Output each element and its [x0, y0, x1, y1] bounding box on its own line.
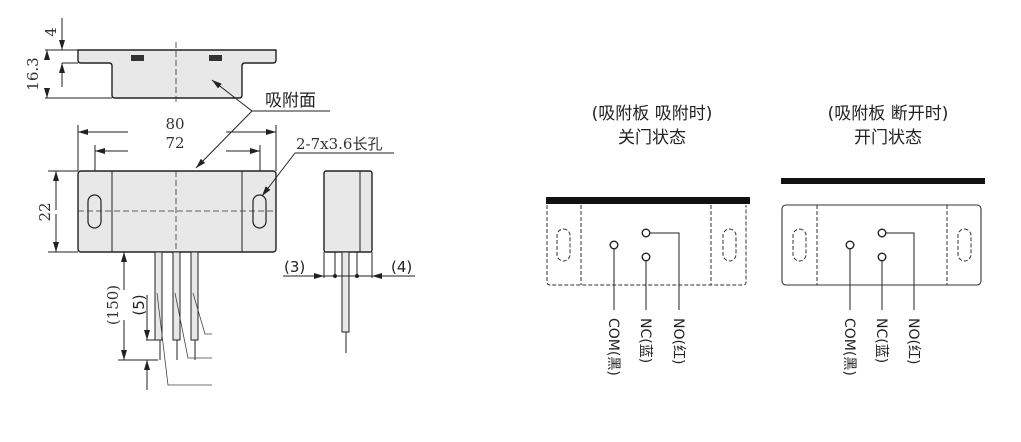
state-open-subtitle: 开门状态	[854, 128, 922, 148]
dim-thickness: 4	[42, 27, 60, 37]
callout-adsorption: 吸附面	[195, 79, 330, 169]
dim-side-left: (3)	[284, 258, 305, 276]
dim-length: 80	[165, 115, 184, 133]
adsorption-surface-label: 吸附面	[265, 91, 316, 111]
dim-strip-length: (5)	[130, 294, 148, 315]
label-com: COM(黑)	[841, 318, 857, 376]
dim-hole-spacing: 72	[165, 134, 184, 152]
front-view-sensor: 80 72 22 2-7x3.6长孔 (150) (5)	[36, 115, 394, 390]
side-view-sensor: (3) (4)	[283, 170, 415, 353]
dim-side-right: (4)	[391, 258, 412, 276]
state-closed-diagram: (吸附板 吸附时) 关门状态 COM(黑) NC(蓝) NO(红)	[546, 104, 750, 376]
label-no: NO(红)	[670, 318, 686, 364]
top-view-plate: 4 16.3	[24, 18, 277, 104]
state-open-diagram: (吸附板 断开时) 开门状态 COM(黑) NC(蓝) NO(红)	[781, 104, 985, 376]
label-com: COM(黑)	[605, 318, 621, 376]
state-closed-subtitle: 关门状态	[618, 128, 686, 148]
state-open-title: (吸附板 断开时)	[828, 104, 949, 124]
label-no: NO(红)	[905, 318, 921, 364]
label-nc: NC(蓝)	[637, 318, 653, 363]
dim-lead-length: (150)	[104, 285, 122, 325]
state-closed-title: (吸附板 吸附时)	[592, 104, 713, 124]
label-nc: NC(蓝)	[873, 318, 889, 363]
dim-height: 16.3	[24, 57, 42, 90]
dim-width: 22	[36, 202, 54, 221]
magnet-plate-detached	[781, 178, 985, 184]
slot-holes-label: 2-7x3.6长孔	[296, 135, 382, 153]
magnet-plate-attached	[546, 197, 750, 204]
